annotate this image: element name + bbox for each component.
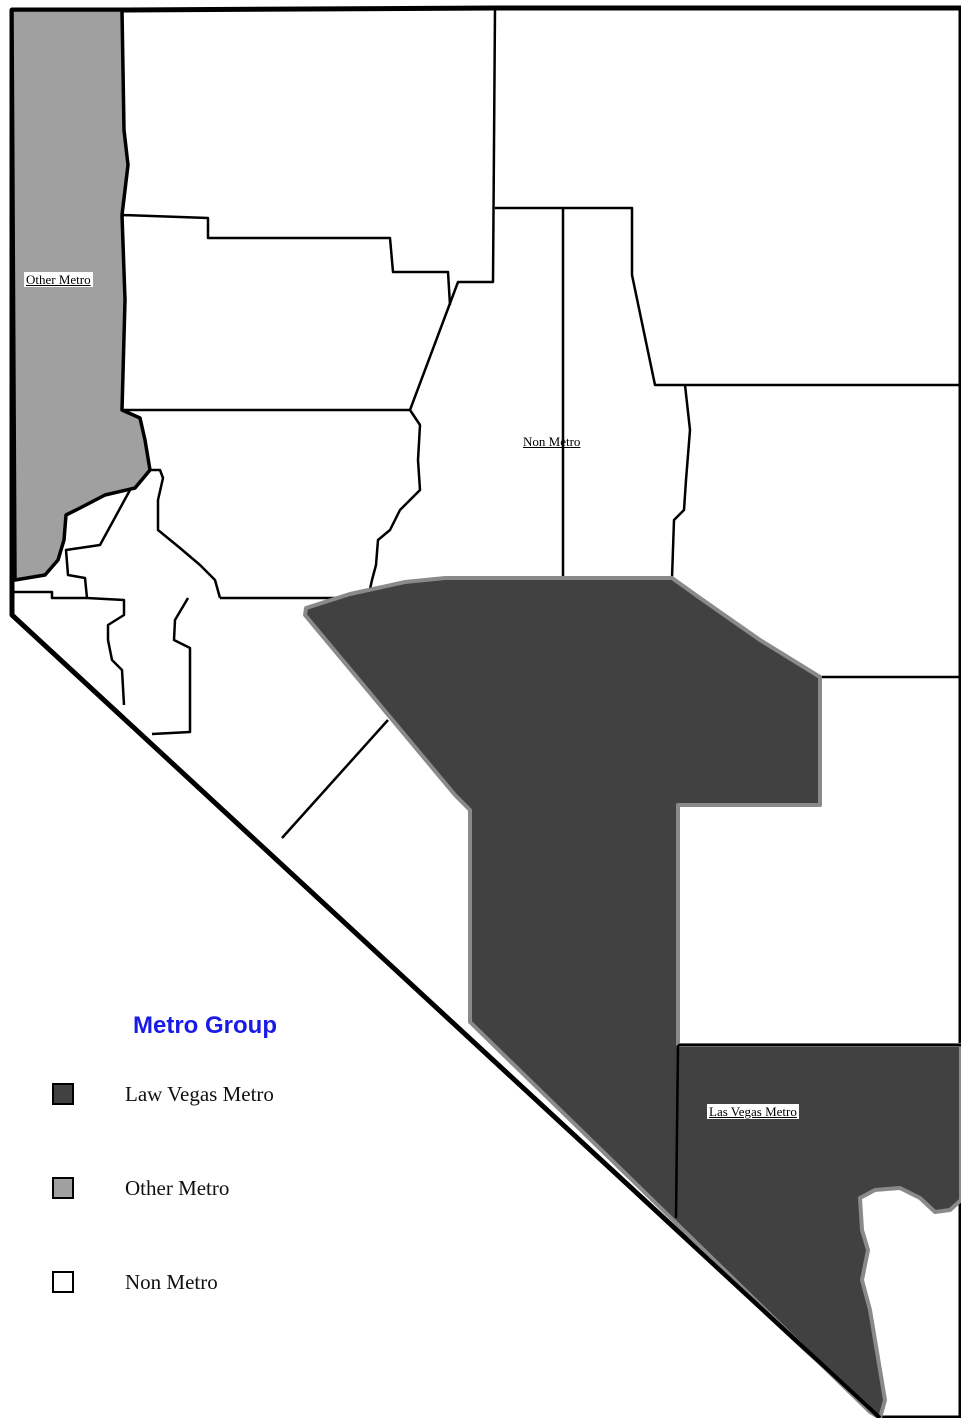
legend-label: Law Vegas Metro <box>125 1082 274 1106</box>
legend-swatch-gray <box>52 1177 74 1199</box>
legend-label: Other Metro <box>125 1176 230 1200</box>
legend-swatch-white <box>52 1271 74 1293</box>
other-metro-label: Other Metro <box>24 272 93 287</box>
legend-label: Non Metro <box>125 1270 218 1294</box>
legend-title: Metro Group <box>133 1012 277 1039</box>
region-las-vegas-metro <box>303 576 961 1418</box>
non-metro-label: Non Metro <box>523 434 581 449</box>
las-vegas-metro-label: Las Vegas Metro <box>707 1104 799 1119</box>
state-sw-border <box>10 613 882 1418</box>
legend-swatch-dark <box>52 1083 74 1105</box>
county-lines <box>14 7 961 839</box>
county-line-clark <box>674 1044 680 1219</box>
